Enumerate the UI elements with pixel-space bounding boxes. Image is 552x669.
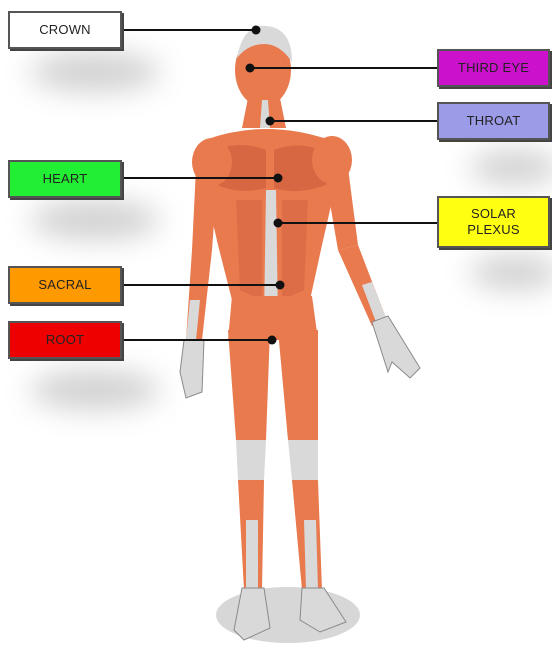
- label-third-eye-text: THIRD EYE: [458, 60, 529, 76]
- dot-heart: [274, 174, 283, 183]
- dot-root: [268, 336, 277, 345]
- label-solar-plexus-line1: SOLAR: [471, 206, 516, 222]
- label-throat: THROAT: [437, 102, 550, 140]
- hand-right: [372, 316, 420, 378]
- label-root: ROOT: [8, 321, 122, 359]
- knee-left: [236, 440, 266, 480]
- dot-throat: [266, 117, 275, 126]
- label-throat-text: THROAT: [467, 113, 521, 129]
- thigh-left: [228, 330, 270, 440]
- shin-right-tendon: [304, 520, 318, 590]
- upper-arm-left: [192, 168, 218, 250]
- label-heart: HEART: [8, 160, 122, 198]
- label-solar-plexus-line2: PLEXUS: [467, 222, 520, 238]
- dot-crown: [252, 26, 261, 35]
- label-sacral: SACRAL: [8, 266, 122, 304]
- dot-sacral: [276, 281, 285, 290]
- dot-solar-plexus: [274, 219, 283, 228]
- shin-left-tendon: [246, 520, 258, 590]
- knee-right: [288, 440, 318, 480]
- dot-third-eye: [246, 64, 255, 73]
- label-root-text: ROOT: [46, 332, 84, 348]
- label-crown-text: CROWN: [39, 22, 91, 38]
- label-third-eye: THIRD EYE: [437, 49, 550, 87]
- thigh-right: [278, 330, 318, 440]
- body-group: [180, 26, 420, 640]
- hand-left: [180, 340, 204, 398]
- abs-right: [282, 200, 308, 300]
- label-sacral-text: SACRAL: [38, 277, 91, 293]
- label-solar-plexus: SOLAR PLEXUS: [437, 196, 550, 248]
- label-crown: CROWN: [8, 11, 122, 49]
- label-heart-text: HEART: [43, 171, 88, 187]
